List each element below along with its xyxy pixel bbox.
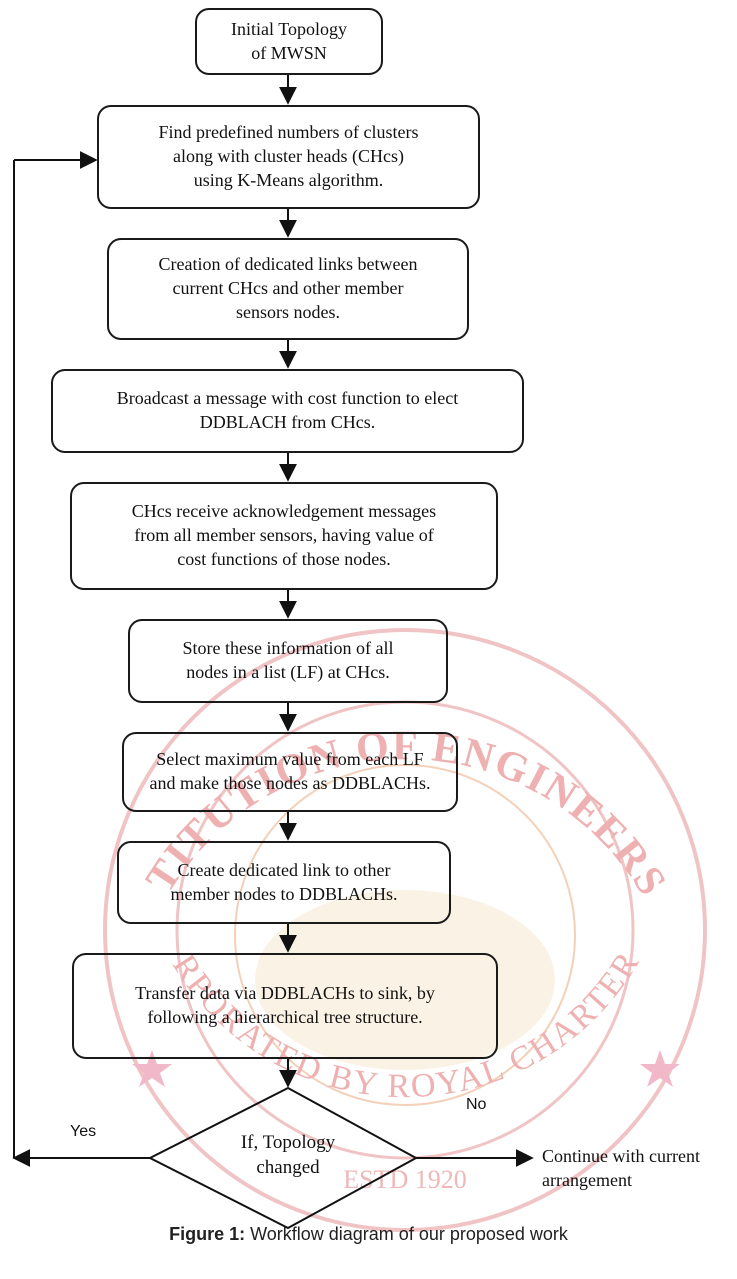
figure-caption: Figure 1: Workflow diagram of our propos… xyxy=(0,1224,737,1245)
caption-label: Figure 1: xyxy=(169,1224,246,1244)
decision-diamond xyxy=(147,1086,419,1230)
node-transfer-data: Transfer data via DDBLACHs to sink, by f… xyxy=(72,953,498,1059)
node-create-dedicated: Create dedicated link to other member no… xyxy=(117,841,451,924)
node-receive-ack: CHcs receive acknowledgement messages fr… xyxy=(70,482,498,590)
decision-text: If, Topology changed xyxy=(240,1132,336,1178)
node-initial-topology: Initial Topology of MWSN xyxy=(195,8,383,75)
node-find-clusters-text: Find predefined numbers of clusters alon… xyxy=(158,122,419,190)
node-store-info: Store these information of all nodes in … xyxy=(128,619,448,703)
star-icon xyxy=(640,1050,680,1087)
node-select-max-text: Select maximum value from each LF and ma… xyxy=(149,749,431,793)
node-find-clusters: Find predefined numbers of clusters alon… xyxy=(97,105,480,209)
caption-text: Workflow diagram of our proposed work xyxy=(245,1224,568,1244)
node-receive-ack-text: CHcs receive acknowledgement messages fr… xyxy=(131,501,437,569)
star-icon xyxy=(132,1050,172,1087)
node-store-info-text: Store these information of all nodes in … xyxy=(182,638,394,682)
no-label: No xyxy=(466,1096,487,1113)
node-initial-topology-text: Initial Topology of MWSN xyxy=(231,18,347,63)
node-create-links: Creation of dedicated links between curr… xyxy=(107,238,469,340)
node-broadcast-text: Broadcast a message with cost function t… xyxy=(116,388,459,432)
node-transfer-data-text: Transfer data via DDBLACHs to sink, by f… xyxy=(135,983,435,1027)
node-broadcast: Broadcast a message with cost function t… xyxy=(51,369,524,453)
node-create-dedicated-text: Create dedicated link to other member no… xyxy=(170,859,398,904)
node-create-links-text: Creation of dedicated links between curr… xyxy=(158,254,418,322)
node-select-max: Select maximum value from each LF and ma… xyxy=(122,732,458,812)
outcome-text: Continue with current arrangement xyxy=(542,1146,700,1191)
yes-label: Yes xyxy=(70,1123,97,1140)
watermark-estd: ESTD 1920 xyxy=(343,1165,467,1194)
